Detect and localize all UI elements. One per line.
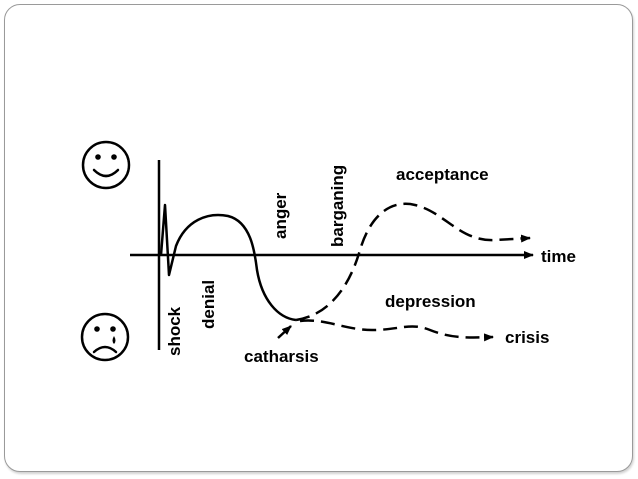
label-denial: denial xyxy=(199,280,218,329)
happy-face-icon xyxy=(81,140,131,190)
label-acceptance: acceptance xyxy=(396,165,489,184)
curve-dashed-upper xyxy=(295,202,531,322)
catharsis-arrow xyxy=(277,325,292,339)
label-crisis: crisis xyxy=(505,328,549,347)
sad-face-icon xyxy=(80,312,130,362)
curve-solid xyxy=(159,203,297,322)
label-depression: depression xyxy=(385,292,476,311)
label-catharsis: catharsis xyxy=(244,347,319,366)
label-barganing: barganing xyxy=(328,165,347,247)
label-anger: anger xyxy=(271,192,290,239)
label-shock: shock xyxy=(165,306,184,356)
label-time: time xyxy=(541,247,576,266)
curve-dashed-lower xyxy=(299,319,494,342)
